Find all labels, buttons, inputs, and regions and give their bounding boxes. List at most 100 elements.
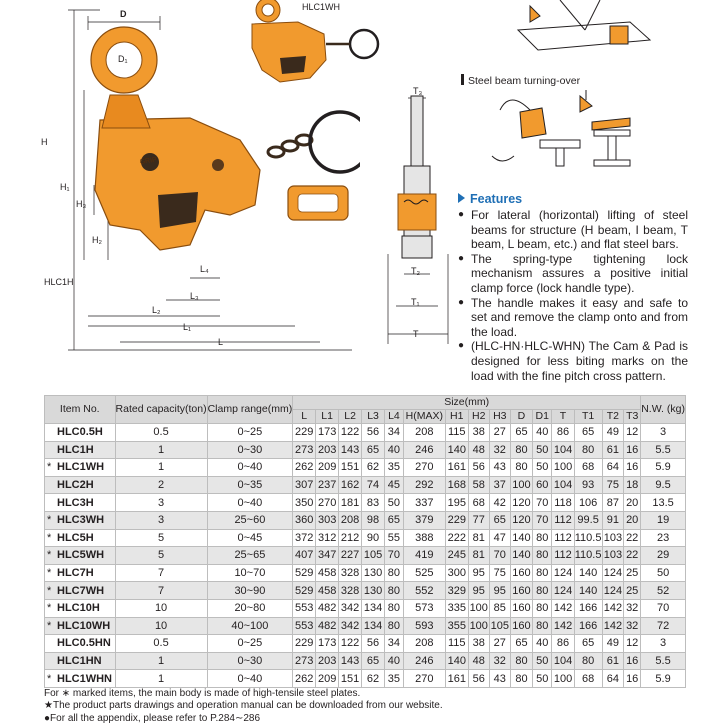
size-cell: 40	[532, 423, 553, 442]
size-cell: 95	[488, 581, 511, 600]
size-cell: 124	[601, 581, 625, 600]
size-cell: 50	[532, 669, 553, 688]
size-cell: 20	[623, 510, 642, 530]
size-col-header: L	[292, 409, 317, 424]
size-cell: 181	[338, 493, 363, 512]
plate-lifting-sketch	[516, 0, 652, 51]
size-cell: 270	[402, 458, 446, 477]
size-cell: 12	[623, 634, 642, 653]
spec-table: Item No. Rated capacity(ton) Clamp range…	[44, 395, 686, 688]
size-cell: 553	[292, 598, 317, 618]
size-cell: 553	[292, 616, 317, 636]
dim-l2-label: L₂	[152, 305, 161, 315]
size-cell: 65	[509, 634, 534, 653]
size-cell: 342	[338, 616, 363, 636]
triangle-icon	[458, 193, 465, 203]
size-cell: 166	[573, 616, 603, 636]
size-col-header: T2	[601, 409, 625, 424]
size-cell: 212	[338, 528, 363, 548]
clamp-range-cell: 0~30	[206, 651, 294, 671]
model-cell: HLC3H	[44, 493, 116, 512]
size-cell: 27	[488, 423, 511, 442]
size-cell: 160	[509, 598, 534, 618]
size-cell: 372	[292, 528, 317, 548]
weight-cell: 72	[640, 616, 686, 636]
size-cell: 80	[532, 528, 553, 548]
dim-d1-label: D₁	[118, 54, 128, 64]
capacity-cell: 0.5	[114, 423, 208, 442]
steel-caption: Steel beam turning-over	[461, 74, 580, 87]
size-cell: 173	[315, 423, 340, 442]
model-cell: *HLC1WHN	[44, 669, 116, 688]
steel-caption-text: Steel beam turning-over	[468, 75, 581, 87]
size-cell: 38	[467, 423, 490, 442]
model-cell: HLC1HN	[44, 651, 116, 671]
col-nw: N.W. (kg)	[640, 395, 686, 424]
size-cell: 347	[315, 546, 340, 565]
weight-cell: 9.5	[640, 475, 686, 495]
size-cell: 62	[361, 669, 386, 688]
size-cell: 388	[402, 528, 446, 548]
size-cell: 45	[384, 475, 404, 495]
size-cell: 262	[292, 669, 317, 688]
size-cell: 350	[292, 493, 317, 512]
size-cell: 27	[488, 634, 511, 653]
size-cell: 209	[315, 669, 340, 688]
size-col-header: L3	[361, 409, 386, 424]
size-cell: 68	[573, 669, 603, 688]
size-cell: 303	[315, 510, 340, 530]
size-cell: 75	[488, 563, 511, 583]
clamp-main-figure: GRIP	[68, 9, 360, 351]
star-mark: *	[47, 549, 52, 562]
size-cell: 130	[361, 563, 386, 583]
size-cell: 105	[488, 616, 511, 636]
size-cell: 35	[384, 458, 404, 477]
size-cell: 58	[467, 475, 490, 495]
size-cell: 16	[623, 651, 642, 671]
clamp-range-cell: 0~25	[206, 423, 294, 442]
features-title: Features	[458, 192, 688, 206]
size-cell: 112	[551, 528, 575, 548]
size-cell: 65	[573, 423, 603, 442]
size-cell: 48	[467, 651, 490, 671]
size-cell: 458	[315, 563, 340, 583]
size-cell: 168	[444, 475, 469, 495]
size-cell: 142	[551, 598, 575, 618]
size-cell: 80	[509, 669, 534, 688]
capacity-cell: 1	[114, 458, 208, 477]
size-cell: 120	[509, 510, 534, 530]
size-cell: 105	[361, 546, 386, 565]
model-name: HLC3H	[57, 496, 94, 509]
star-mark: *	[47, 567, 52, 580]
size-cell: 40	[384, 651, 404, 671]
size-cell: 70	[488, 546, 511, 565]
size-cell: 32	[623, 598, 642, 618]
size-col-header: T1	[573, 409, 603, 424]
feature-item: For lateral (horizontal) lifting of stee…	[458, 208, 688, 252]
col-rated: Rated capacity(ton)	[114, 395, 208, 424]
size-cell: 61	[601, 651, 625, 671]
size-cell: 50	[532, 440, 553, 460]
size-cell: 93	[573, 475, 603, 495]
steel-beam-sketch	[491, 90, 631, 167]
size-cell: 49	[601, 634, 625, 653]
size-cell: 329	[444, 581, 469, 600]
size-cell: 482	[315, 598, 340, 618]
size-cell: 35	[384, 669, 404, 688]
size-cell: 75	[601, 475, 625, 495]
clamp-range-cell: 0~45	[206, 528, 294, 548]
size-cell: 40	[532, 634, 553, 653]
size-cell: 355	[444, 616, 469, 636]
size-cell: 270	[315, 493, 340, 512]
size-cell: 70	[532, 510, 553, 530]
size-cell: 273	[292, 440, 317, 460]
clamp-range-cell: 40~100	[206, 616, 294, 636]
weight-cell: 13.5	[640, 493, 686, 512]
size-cell: 104	[551, 475, 575, 495]
model-name: HLC3WH	[57, 514, 105, 527]
